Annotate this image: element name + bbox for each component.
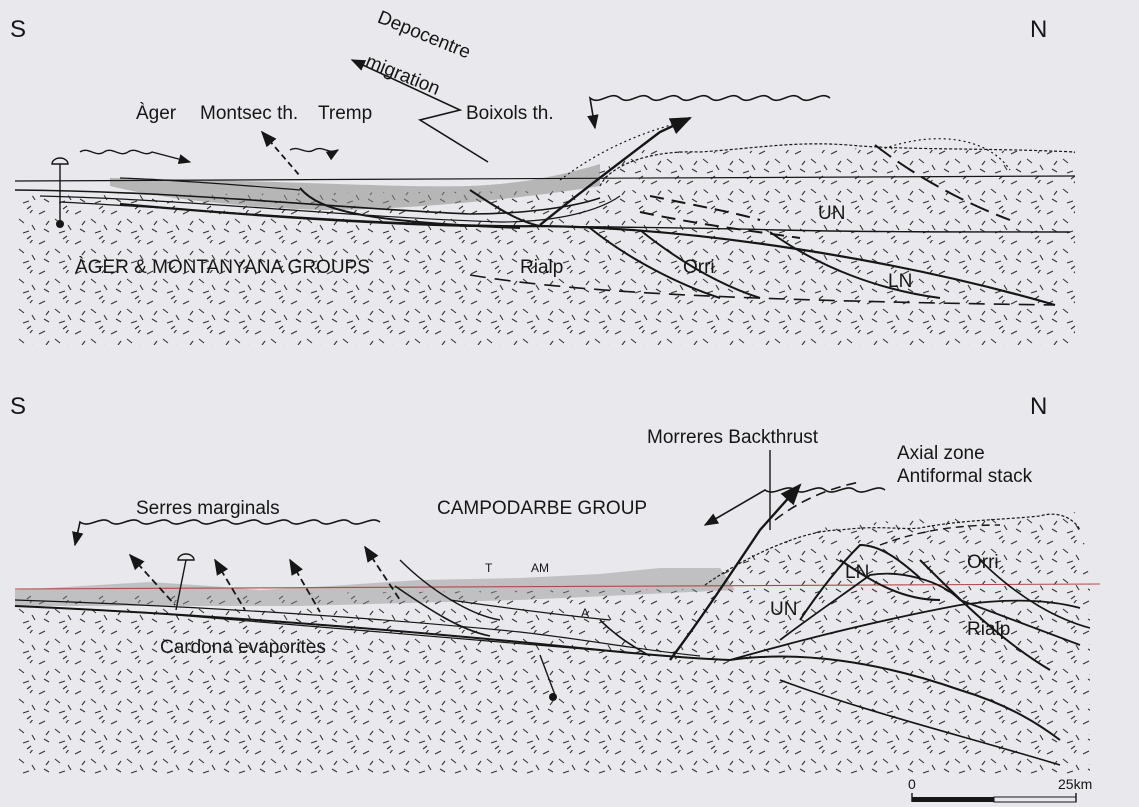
scale-zero-label: 0 [908,777,916,791]
bottom-ln-label: LN [845,563,869,582]
top-wavy-arrow-ager [80,150,190,162]
morreres-backthrust-label: Morreres Backthrust [647,428,818,447]
scale-end-label: 25km [1058,777,1092,791]
boixols-label: Boixols th. [466,104,554,123]
top-un-label: UN [818,204,845,223]
ager-montanyana-groups-label: ÀGER & MONTANYANA GROUPS [75,258,370,277]
bottom-orri-label: Orri [967,553,999,572]
a-unit-label: A [581,607,589,619]
scale-bar [912,793,1076,802]
bottom-un-label: UN [770,600,797,619]
top-wedge-fill [590,148,1075,186]
t-unit-label: T [485,562,492,574]
campodarbe-group-label: CAMPODARBE GROUP [437,499,647,518]
top-wavy-arrow-right [590,96,830,128]
axial-zone-label-line2: Antiformal stack [897,467,1032,486]
top-rialp-label: Rialp [520,258,563,277]
montsec-label: Montsec th. [200,104,298,123]
am-unit-label: AM [531,562,549,574]
top-north-label: N [1030,18,1047,42]
cardona-evaporites-label: Cardona evaporites [160,638,326,657]
top-ln-label: LN [888,272,912,291]
ager-label: Àger [136,104,176,123]
bottom-north-label: N [1030,395,1047,419]
bottom-south-label: S [10,395,26,419]
axial-zone-label-line1: Axial zone [897,444,985,463]
top-south-label: S [10,18,26,42]
top-orri-label: Orri [683,258,715,277]
serres-wavy-arrow [75,520,380,545]
tremp-label: Tremp [318,104,372,123]
bottom-rialp-label: Rialp [967,620,1010,639]
serres-marginals-label: Serres marginals [136,499,280,518]
